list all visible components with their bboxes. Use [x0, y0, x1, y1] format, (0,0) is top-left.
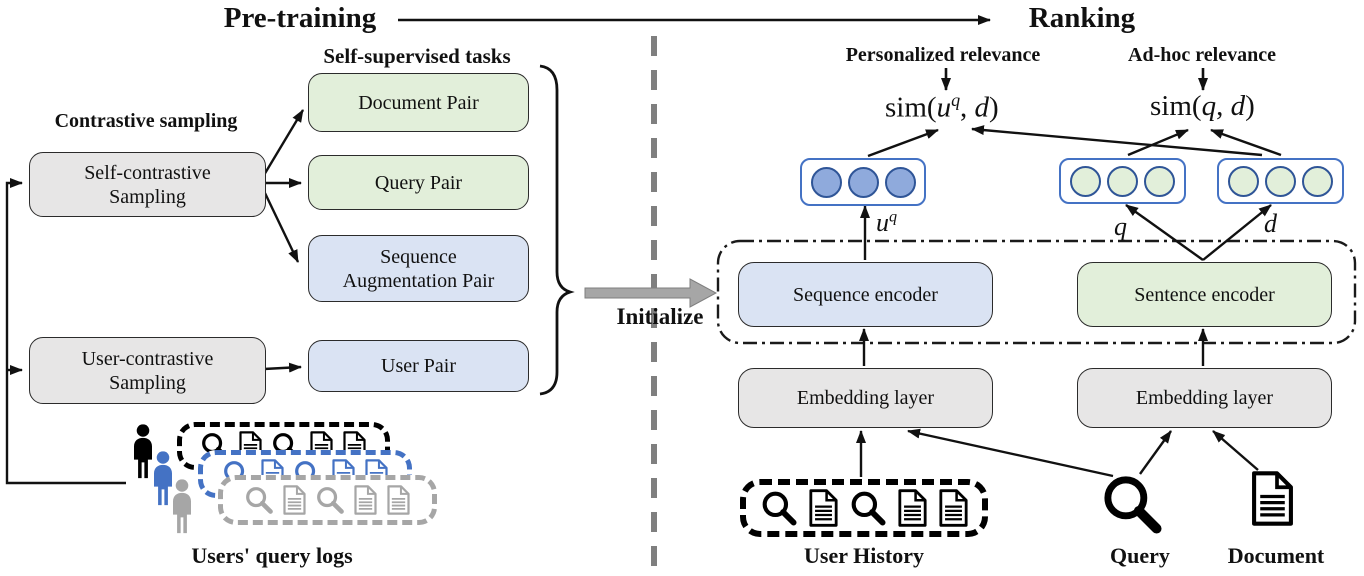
d-vector-label: d [1264, 209, 1277, 238]
document-input-icon [1250, 470, 1295, 527]
query-log-row-user3 [218, 475, 437, 525]
initialize-arrow [584, 278, 718, 308]
sentence-encoder-to-d-arrow [1202, 204, 1272, 261]
logs-to-self-contrastive-connector [5, 178, 126, 485]
document-pair-box: Document Pair [308, 73, 529, 132]
tasks-brace [539, 64, 575, 396]
document-label: Document [1227, 543, 1325, 568]
embedding-layer-right-box: Embedding layer [1077, 368, 1332, 428]
initialize-label: Initialize [616, 304, 704, 329]
sim-close: ) [989, 91, 999, 124]
q-vector-label: q [1114, 212, 1127, 241]
document-icon [282, 485, 307, 515]
search-icon [760, 489, 798, 527]
sim-arg-u: u [936, 91, 952, 124]
sim-arg-d: d [974, 91, 990, 124]
query-to-right-embedding-arrow [1139, 430, 1172, 475]
sim-close: ) [1245, 90, 1255, 122]
pretraining-title: Pre-training [223, 2, 377, 34]
embedding-dot [1070, 165, 1101, 197]
to-sequence-augmentation-arrow [262, 190, 300, 263]
d-to-sim-adhoc-arrow [1210, 128, 1282, 157]
query-to-left-embedding-arrow [907, 428, 1114, 478]
d-to-sim-personalized-arrow [971, 125, 1263, 157]
uq-sup: q [889, 208, 898, 226]
document-icon [386, 485, 411, 515]
embedding-dot [847, 166, 879, 198]
embedding-dot [1144, 165, 1175, 197]
document-icon [808, 489, 839, 527]
q-vector [1059, 158, 1186, 204]
embedding-dot [810, 166, 842, 198]
sequence-augmentation-pair-label: Sequence Augmentation Pair [342, 245, 495, 292]
embedding-dot [884, 166, 916, 198]
sim-arg-d: d [1230, 90, 1246, 122]
user-contrastive-sampling-label: User-contrastive Sampling [81, 347, 214, 394]
personalized-relevance-label: Personalized relevance [845, 44, 1041, 66]
sim-fn: sim( [1150, 90, 1202, 122]
search-icon [849, 489, 887, 527]
user-pair-box: User Pair [308, 340, 529, 392]
sequence-encoder-box: Sequence encoder [738, 262, 993, 327]
sim-adhoc-formula: sim(q, d) [1150, 90, 1255, 123]
query-pair-label: Query Pair [374, 171, 463, 194]
user-pair-label: User Pair [381, 355, 456, 377]
embedding-layer-left-label: Embedding layer [796, 387, 935, 409]
embedding-dot [1302, 165, 1333, 197]
query-pair-box: Query Pair [308, 155, 529, 210]
uq-to-sim-personalized-arrow [867, 128, 939, 158]
embedding-layer-right-label: Embedding layer [1135, 387, 1274, 409]
uq-vector-label: uq [876, 208, 897, 238]
embedding-dot [1265, 165, 1296, 197]
search-icon [315, 485, 345, 515]
person-icon [167, 479, 197, 534]
search-icon [244, 485, 274, 515]
self-contrastive-sampling-label: Self-contrastive Sampling [84, 161, 211, 208]
uq-base: u [876, 208, 889, 237]
embedding-dot [1107, 165, 1138, 197]
sequence-encoder-label: Sequence encoder [793, 283, 938, 306]
sim-sup-q: q [951, 90, 961, 110]
to-document-pair-arrow [262, 109, 305, 176]
self-contrastive-sampling-box: Self-contrastive Sampling [29, 152, 266, 217]
to-user-pair-arrow [263, 362, 302, 373]
d-vector [1217, 158, 1344, 204]
embedding-layer-left-box: Embedding layer [738, 368, 993, 428]
sim-comma: , [1216, 90, 1231, 122]
document-icon [938, 489, 969, 527]
adhoc-relevance-label: Ad-hoc relevance [1128, 44, 1276, 66]
q-to-sim-adhoc-arrow [1127, 128, 1189, 157]
uq-vector [800, 158, 926, 206]
users-query-logs-label: Users' query logs [191, 543, 353, 568]
sequence-augmentation-pair-box: Sequence Augmentation Pair [308, 235, 529, 302]
query-label: Query [1110, 543, 1170, 568]
sim-arg-q: q [1201, 90, 1217, 122]
embedding-dot [1228, 165, 1259, 197]
user-contrastive-sampling-box: User-contrastive Sampling [29, 337, 266, 404]
user-history-box [740, 479, 988, 537]
sim-fn: sim( [885, 91, 937, 124]
ranking-title: Ranking [1028, 2, 1136, 34]
document-icon [353, 485, 378, 515]
sentence-encoder-box: Sentence encoder [1077, 262, 1332, 327]
sentence-encoder-to-q-arrow [1125, 204, 1204, 261]
contrastive-sampling-label: Contrastive sampling [54, 110, 238, 132]
user-history-label: User History [804, 543, 924, 568]
query-search-icon [1100, 472, 1164, 536]
sim-comma: , [960, 91, 975, 124]
document-icon [897, 489, 928, 527]
sentence-encoder-label: Sentence encoder [1134, 283, 1275, 306]
document-to-right-embedding-arrow [1212, 430, 1259, 471]
sim-personalized-formula: sim(uq, d) [885, 90, 999, 125]
self-supervised-tasks-label: Self-supervised tasks [323, 44, 511, 68]
document-pair-label: Document Pair [358, 91, 479, 114]
